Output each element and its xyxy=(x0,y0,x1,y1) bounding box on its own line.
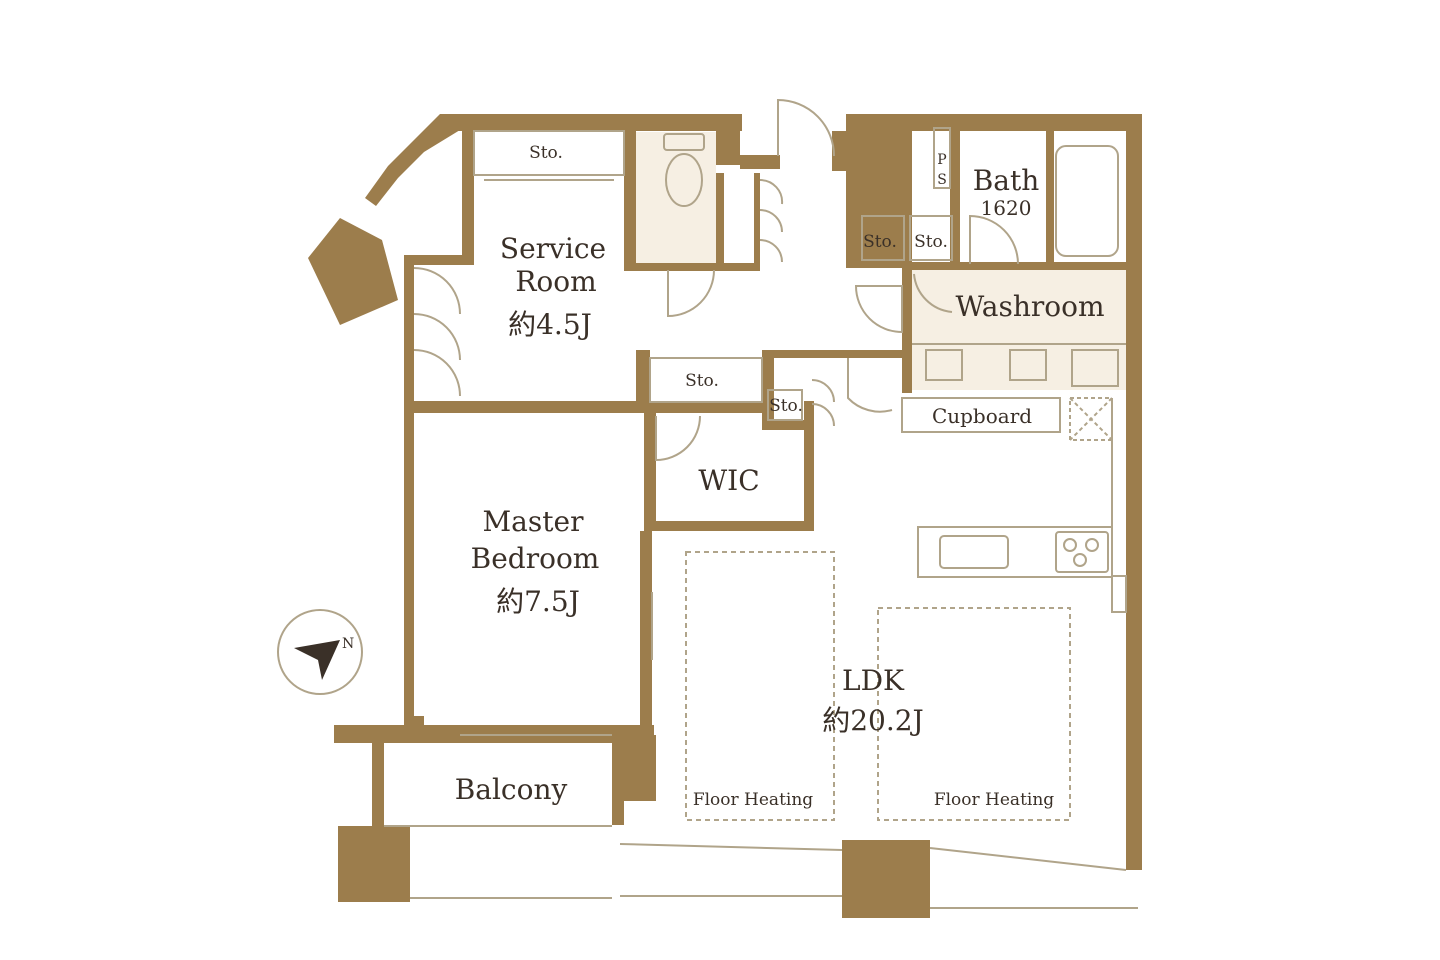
ldk-size: 約20.2J xyxy=(822,704,924,737)
floor-heating-label-1: Floor Heating xyxy=(693,790,813,810)
service-room-name-1: Service xyxy=(500,232,606,265)
master-bedroom-size: 約7.5J xyxy=(496,585,580,618)
bath-size: 1620 xyxy=(981,196,1032,220)
storage-label-top: Sto. xyxy=(529,143,563,163)
storage-label-bath-1: Sto. xyxy=(863,232,897,252)
ldk-name: LDK xyxy=(842,664,905,697)
compass-icon: N xyxy=(277,609,363,695)
master-bedroom-name-2: Bedroom xyxy=(471,542,600,575)
floor-heating-label-2: Floor Heating xyxy=(934,790,1054,810)
compass-north-label: N xyxy=(342,636,354,652)
fixtures xyxy=(384,98,1138,909)
wet-area-floors xyxy=(630,132,1126,390)
master-bedroom-name-1: Master xyxy=(483,505,585,538)
storage-label-small: Sto. xyxy=(769,396,803,416)
service-room-size: 約4.5J xyxy=(508,308,592,341)
cupboard-name: Cupboard xyxy=(932,404,1032,428)
walls xyxy=(308,114,1142,918)
storage-label-bath-2: Sto. xyxy=(914,232,948,252)
ps-label-1: P xyxy=(937,152,946,168)
room-labels: Service Room 約4.5J Master Bedroom 約7.5J … xyxy=(455,143,1105,810)
balcony-name: Balcony xyxy=(455,773,568,806)
wic-name: WIC xyxy=(698,464,759,497)
ps-label-2: S xyxy=(937,172,947,188)
service-room-name-2: Room xyxy=(515,265,596,298)
storage-label-corridor: Sto. xyxy=(685,371,719,391)
washroom-name: Washroom xyxy=(955,290,1104,323)
bath-name: Bath xyxy=(973,164,1040,197)
